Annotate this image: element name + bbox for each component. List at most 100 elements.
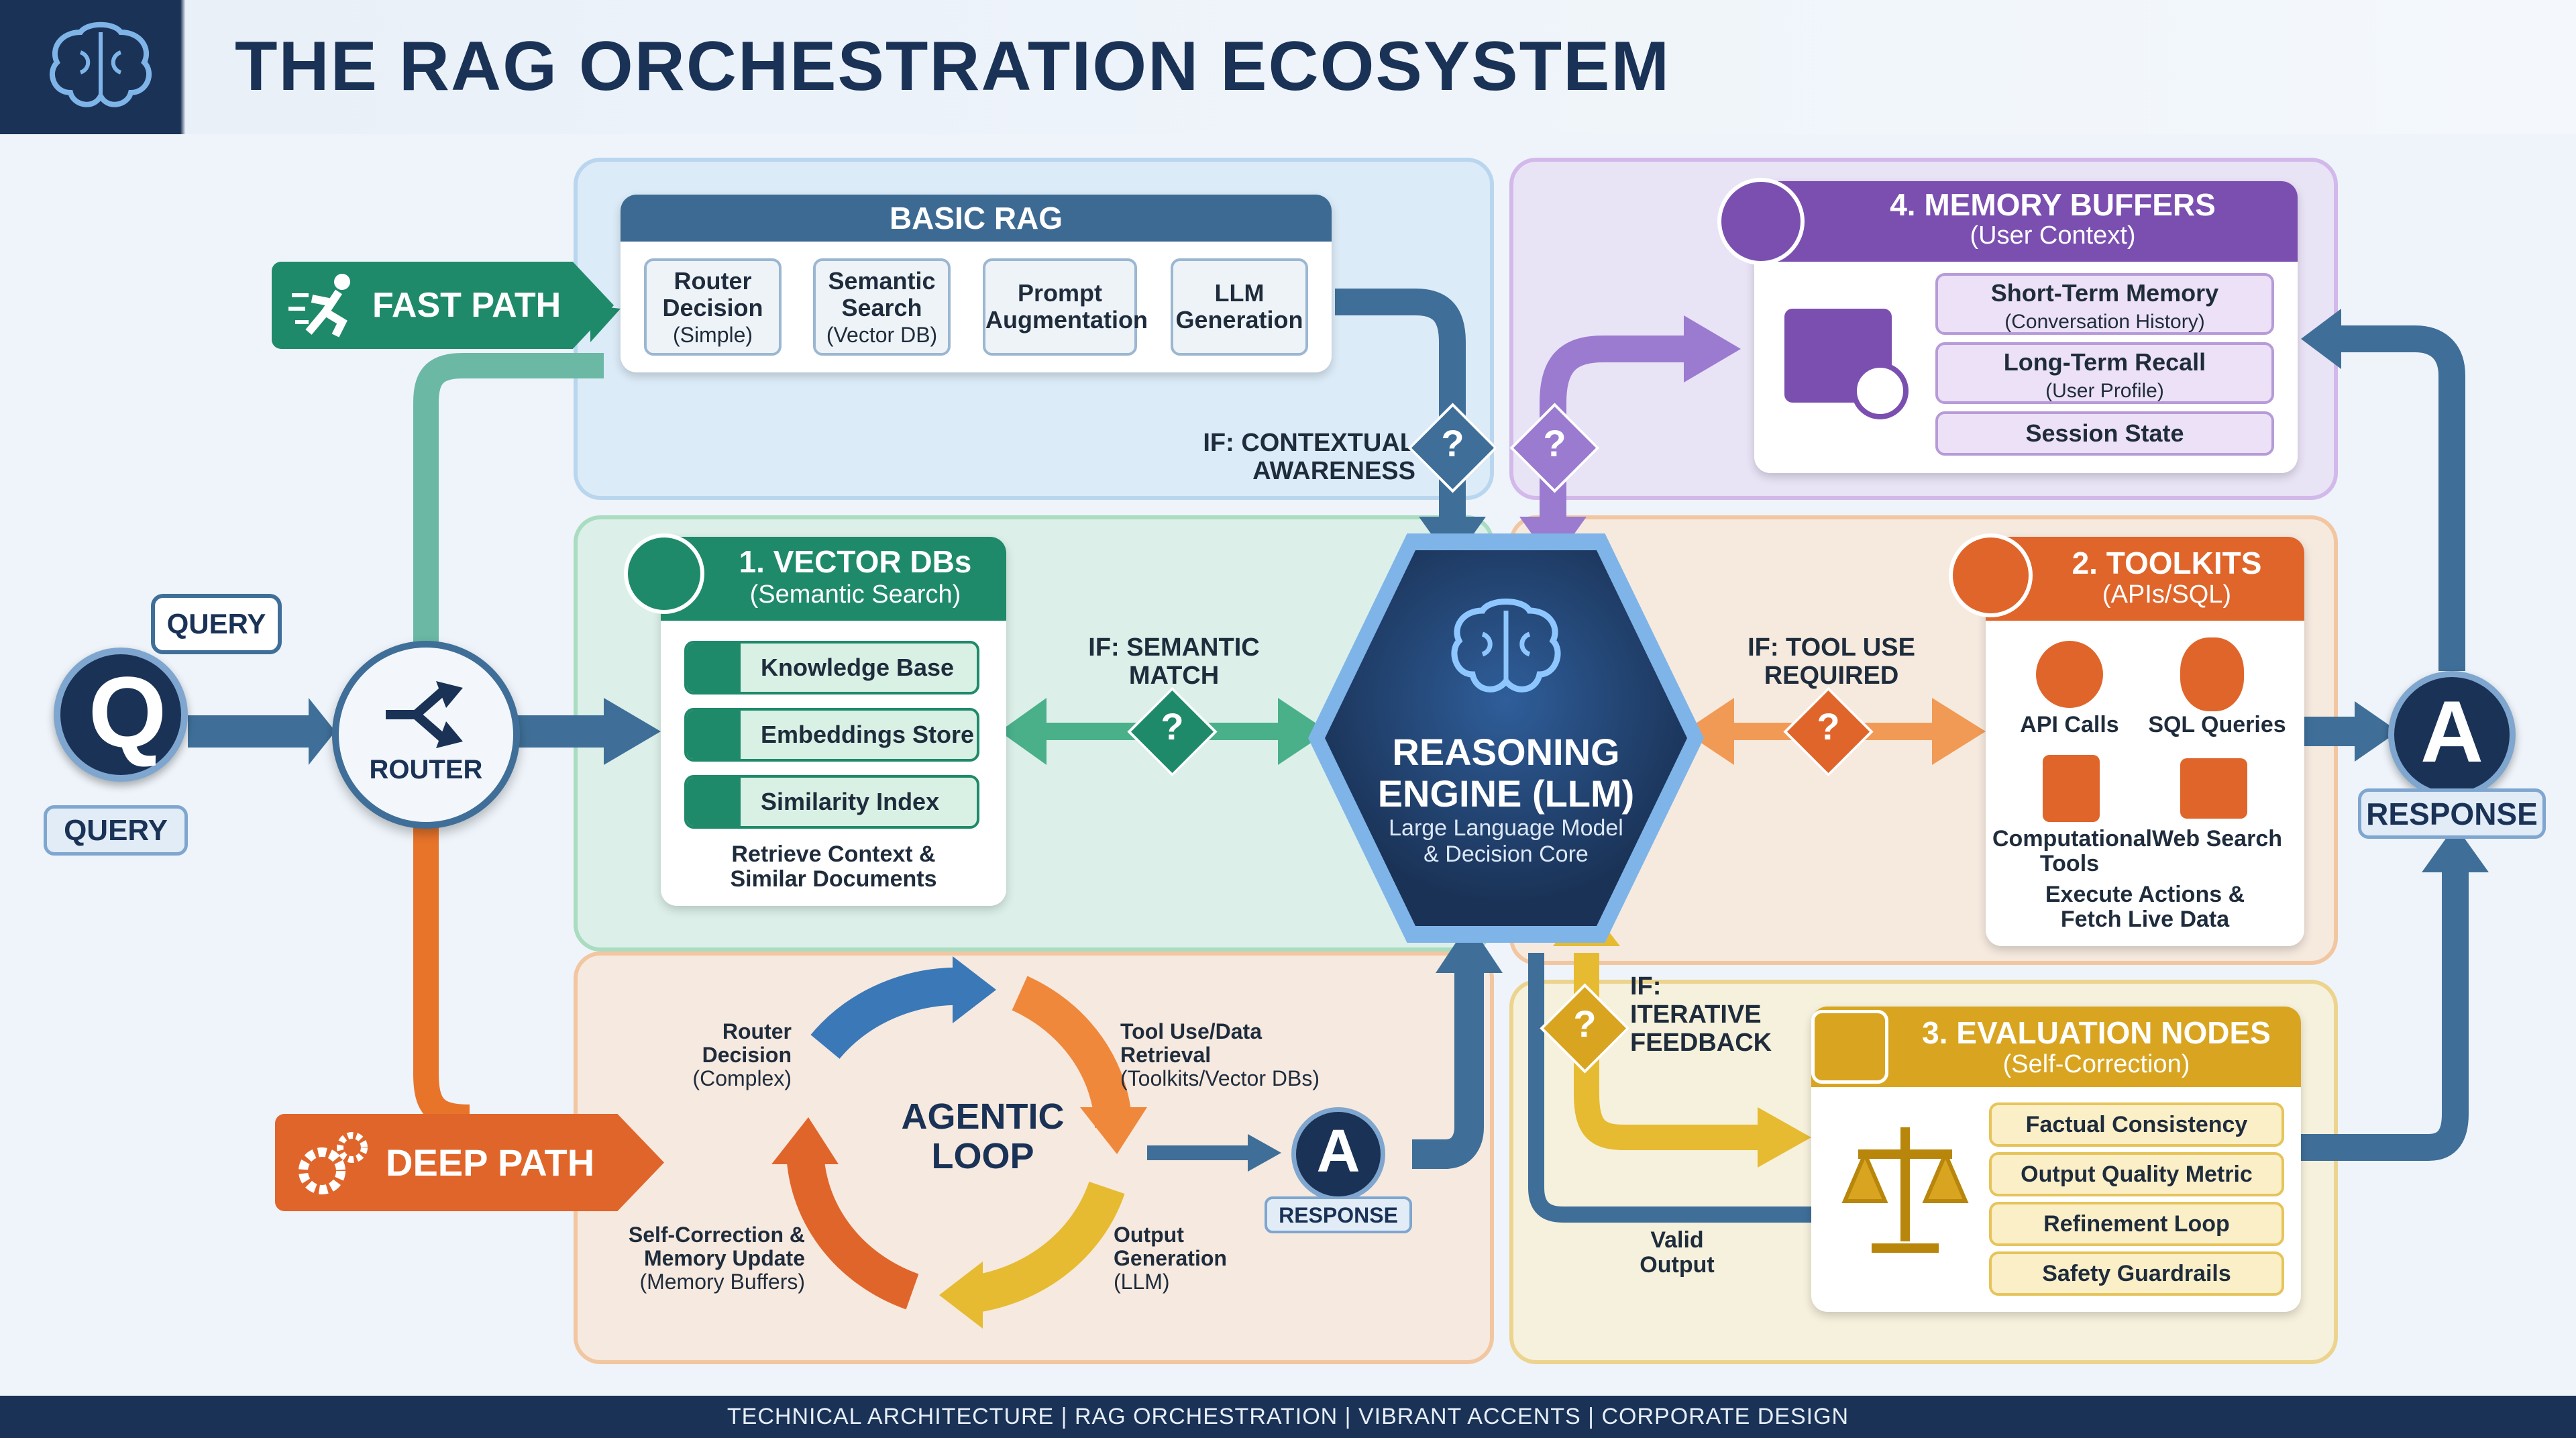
agentic-line: (Memory Buffers) [639, 1270, 805, 1294]
step-sub: (Vector DB) [826, 323, 938, 348]
database-icon [624, 533, 704, 614]
response-small-label: RESPONSE [1265, 1196, 1412, 1233]
basic-rag-title: BASIC RAG [621, 195, 1332, 242]
query-arrow-head [309, 698, 335, 765]
valid-output-label: Valid Output [1640, 1227, 1715, 1278]
a-glyph: A [1316, 1118, 1360, 1185]
tool-line: Computational [1992, 826, 2152, 852]
agentic-line: Router [722, 1019, 792, 1043]
cond-line: IF: CONTEXTUAL [1203, 429, 1415, 457]
output-quality-item[interactable]: Output Quality Metric [1989, 1152, 2284, 1196]
evaluation-subtitle: (Self-Correction) [2002, 1050, 2190, 1078]
vector-header [661, 537, 1006, 621]
footer-line: Execute Actions & [2045, 882, 2245, 907]
session-state-item[interactable]: Session State [1935, 411, 2274, 456]
step-line: Router [674, 267, 752, 295]
sql-queries-label[interactable]: SQL Queries [2148, 712, 2286, 737]
a-glyph: A [2420, 682, 2483, 780]
gears-icon [299, 1132, 368, 1194]
balance-check-icon [1811, 1010, 1888, 1084]
agentic-line: LOOP [931, 1136, 1034, 1177]
step-line: Search [841, 293, 922, 321]
step-line: Prompt [1018, 279, 1102, 307]
api-calls-label[interactable]: API Calls [2020, 712, 2119, 737]
footer-line: Similar Documents [730, 866, 937, 892]
response-small-node [1291, 1107, 1385, 1201]
cond-line: FEEDBACK [1630, 1028, 1772, 1057]
refinement-loop-item[interactable]: Refinement Loop [1989, 1202, 2284, 1246]
safety-guardrails-item[interactable]: Safety Guardrails [1989, 1251, 2284, 1296]
memory-header [1754, 181, 2298, 262]
running-person-icon [288, 274, 350, 338]
toolkits-subtitle: (APIs/SQL) [2102, 580, 2232, 609]
engine-sub: & Decision Core [1424, 841, 1589, 868]
self-correction-label: Self-Correction &Memory Update(Memory Bu… [604, 1223, 805, 1294]
split-arrows-icon [386, 681, 463, 748]
agentic-line: (LLM) [1114, 1270, 1170, 1294]
cond-line: IF: [1630, 972, 1662, 1000]
document-icon [1717, 178, 1805, 265]
cond-line: ITERATIVE [1630, 1000, 1762, 1029]
item-sub: (Conversation History) [2004, 310, 2205, 333]
folder-clock-icon [1778, 289, 1912, 423]
step-line: Semantic [828, 267, 936, 295]
agentic-line: Output [1114, 1223, 1184, 1247]
memory-subtitle: (User Context) [1970, 221, 2136, 250]
scales-icon [1841, 1127, 1969, 1253]
agentic-line: AGENTIC [901, 1096, 1065, 1137]
agentic-line: (Toolkits/Vector DBs) [1120, 1066, 1320, 1091]
question-mark-icon: ? [1573, 1003, 1597, 1045]
factual-consistency-item[interactable]: Factual Consistency Check [1989, 1102, 2284, 1176]
sql-database-icon [2180, 637, 2244, 711]
toolkits-title: 2. TOOLKITS [2072, 546, 2262, 580]
short-term-memory-item[interactable]: Short-Term Memory(Conversation History) [1935, 273, 2274, 335]
engine-subtitle: Large Language Model& Decision Core [1325, 815, 1687, 868]
question-mark-icon: ? [1817, 705, 1840, 748]
query-node [54, 648, 188, 782]
toolkits-header [1986, 537, 2304, 621]
step-line: LLM [1214, 279, 1265, 307]
header-bar [0, 0, 2576, 134]
page-title: THE RAG ORCHESTRATION ECOSYSTEM [235, 28, 1671, 105]
agentic-line: Decision [702, 1043, 792, 1068]
tool-line: Tools [2039, 851, 2100, 877]
web-search-label[interactable]: Web Search [2151, 826, 2282, 852]
agentic-line: (Complex) [692, 1066, 792, 1091]
item-sub: (User Profile) [2045, 379, 2164, 402]
evaluation-title: 3. EVALUATION NODES [1922, 1015, 2271, 1050]
search-db-icon [687, 711, 741, 759]
footer-line: Retrieve Context & [731, 841, 936, 867]
brain-icon [1451, 599, 1561, 692]
agentic-line: Retrieval [1120, 1043, 1212, 1068]
step-sub: (Simple) [672, 323, 753, 348]
agentic-line: Generation [1114, 1246, 1227, 1271]
brain-logo-icon [49, 21, 152, 107]
cond-line: REQUIRED [1764, 661, 1899, 690]
query-label: QUERY [44, 805, 188, 856]
router-node[interactable] [332, 641, 520, 829]
search-icon [687, 778, 741, 826]
step-line: Augmentation [985, 305, 1148, 333]
cond-line: IF: SEMANTIC [1088, 633, 1260, 662]
long-term-recall-item[interactable]: Long-Term Recall(User Profile) [1935, 342, 2274, 404]
footer-bar: TECHNICAL ARCHITECTURE | RAG ORCHESTRATI… [0, 1396, 2576, 1438]
question-mark-icon: ? [1543, 422, 1566, 464]
engine-sub: Large Language Model [1389, 815, 1623, 841]
calculator-icon [2043, 755, 2100, 822]
vector-footer: Retrieve Context &Similar Documents [661, 841, 1006, 892]
web-globe-icon [2180, 758, 2247, 819]
